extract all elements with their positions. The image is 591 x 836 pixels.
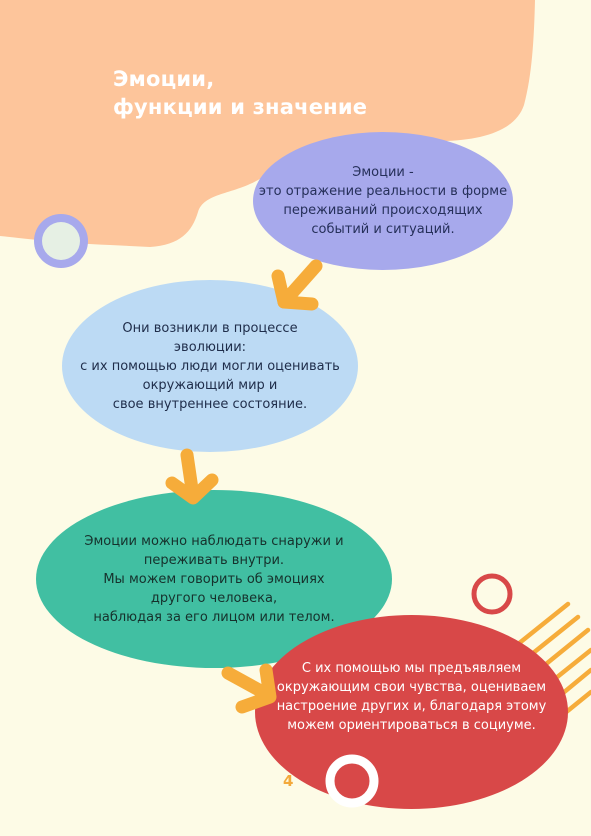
title-line-1: Эмоции,: [113, 67, 215, 91]
arrow-down-left-icon: [271, 259, 323, 311]
ring-circle-icon: [34, 214, 88, 268]
arrow-down-right-icon: [221, 663, 277, 714]
bubble-definition: Эмоции - это отражение реальности в форм…: [253, 132, 513, 270]
title-line-2: функции и значение: [113, 95, 368, 119]
bubble-social: С их помощью мы предъявляем окружающим с…: [255, 615, 568, 809]
page-title: Эмоции, функции и значение: [113, 65, 367, 121]
bubble-text: Эмоции - это отражение реальности в форм…: [258, 165, 508, 237]
bubble-text: Эмоции можно наблюдать снаружи и пережив…: [84, 533, 344, 625]
ring-circle-icon: [325, 754, 379, 808]
bubble-text: С их помощью мы предъявляем окружающим с…: [276, 661, 547, 733]
ring-circle-icon: [471, 573, 513, 615]
bubble-text: Они возникли в процессе эволюции: с их п…: [80, 320, 340, 412]
page-number: 4: [283, 772, 294, 790]
bubble-observation: Эмоции можно наблюдать снаружи и пережив…: [36, 490, 392, 668]
header-blob: [0, 0, 535, 247]
arrow-down-icon: [165, 448, 219, 505]
